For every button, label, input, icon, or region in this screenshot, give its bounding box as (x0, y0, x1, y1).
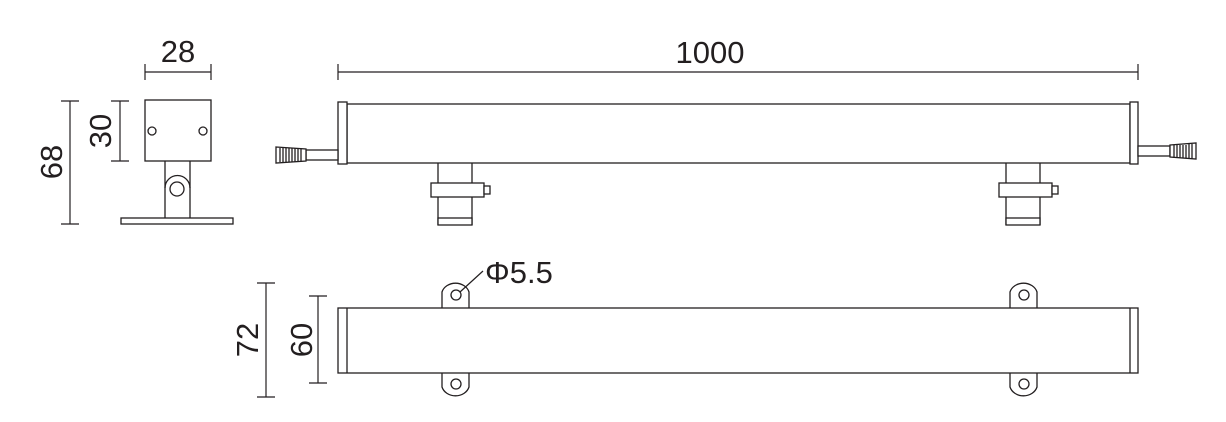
base-plate (120, 217, 234, 225)
top-view: Φ5.5 72 60 (230, 255, 1139, 398)
dim-label-1000: 1000 (676, 35, 745, 70)
screw-hole (198, 126, 208, 136)
connector-right (1137, 142, 1197, 160)
end-cap-left (337, 101, 348, 165)
mounting-tab-bottom-left (441, 373, 470, 397)
dim-length: 1000 (337, 35, 1139, 80)
dim-side-width: 28 (144, 34, 212, 80)
light-bar-body (346, 103, 1131, 164)
side-head (144, 99, 212, 162)
pivot-bolt (169, 181, 185, 197)
dim-label-72: 72 (230, 323, 265, 357)
dim-top-body-width: 60 (284, 295, 327, 384)
mounting-bracket-left (430, 163, 491, 226)
dim-side-total-height: 68 (34, 100, 79, 225)
hole-callout: Φ5.5 (459, 255, 553, 293)
screw-hole (147, 126, 157, 136)
light-bar-top (337, 307, 1139, 374)
mounting-tab-bottom-right (1009, 373, 1038, 397)
end-cap-right (1129, 101, 1139, 165)
side-view: 28 30 68 (34, 34, 234, 225)
mounting-bracket-right (998, 163, 1059, 226)
connector-left (275, 146, 339, 164)
dim-label-68: 68 (34, 145, 69, 179)
dim-label-hole: Φ5.5 (485, 255, 553, 290)
dim-label-60: 60 (284, 323, 319, 357)
mounting-tab-top-right (1009, 282, 1038, 308)
dim-label-30: 30 (83, 114, 118, 148)
dim-side-head-height: 30 (83, 100, 129, 162)
dim-top-total-width: 72 (230, 282, 275, 398)
dim-label-28: 28 (161, 34, 195, 69)
front-view: 1000 (275, 35, 1197, 226)
